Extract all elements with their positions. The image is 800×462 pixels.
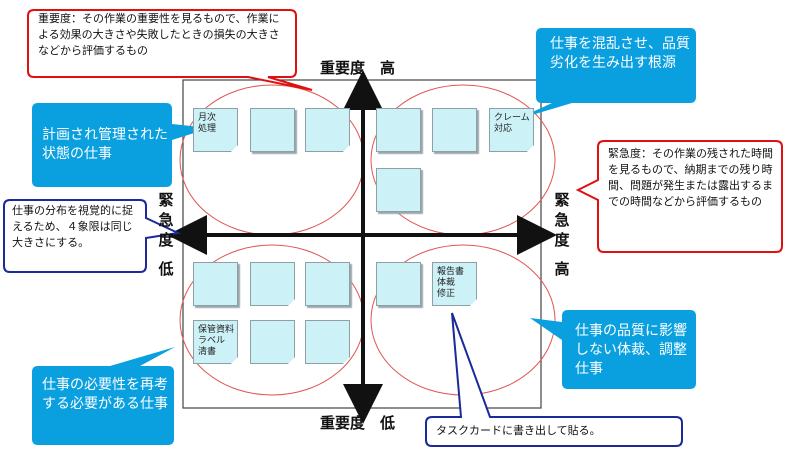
task-card[interactable]	[250, 108, 295, 152]
task-card[interactable]	[376, 168, 421, 212]
importance-low-label: 重要度 低	[320, 414, 396, 432]
task-card[interactable]	[250, 320, 295, 364]
urgency-definition: 緊急度：その作業の残された時間を見るもので、納期までの残り時間、問題が発生または…	[608, 147, 773, 208]
bottom-right-callout-shape	[530, 310, 696, 389]
task-card[interactable]	[250, 262, 295, 306]
task-card-storage[interactable]: 保管資料 ラベル 清書	[193, 320, 238, 364]
task-card[interactable]	[305, 320, 350, 364]
importance-high-label: 重要度 高	[320, 59, 396, 77]
top-right-callout-text: 仕事を混乱させ、品質劣化を生み出す根源	[550, 36, 690, 71]
top-left-callout-shape	[32, 103, 210, 187]
task-card[interactable]	[432, 108, 477, 152]
task-card-note: タスクカードに書き出して貼る。	[436, 424, 601, 437]
task-card[interactable]	[305, 262, 350, 306]
task-card-claim[interactable]: クレーム 対応	[489, 108, 534, 152]
urgency-right-label: 緊急度	[554, 191, 570, 249]
task-card[interactable]	[376, 108, 421, 152]
urgency-left-level: 低	[158, 260, 174, 278]
importance-definition: 重要度：その作業の重要性を見るもので、作業による効果の大きさや失敗したときの損失…	[38, 12, 280, 57]
top-left-callout-text: 計画され管理された状態の仕事	[42, 127, 168, 162]
importance-callout-shape	[27, 9, 313, 91]
top-right-callout-shape	[515, 28, 696, 120]
distribution-note: 仕事の分布を視覚的に捉えるため、４象限は同じ大きさにする。	[12, 204, 133, 249]
task-card-monthly[interactable]: 月次 処理	[193, 108, 238, 152]
task-card[interactable]	[376, 262, 421, 306]
task-card[interactable]	[193, 262, 238, 306]
bottom-left-callout-shape	[32, 347, 175, 445]
task-card-report[interactable]: 報告書 体裁 修正	[432, 262, 477, 306]
task-card-callout-shape	[425, 312, 683, 447]
urgency-callout-shape	[575, 140, 783, 253]
urgency-right-level: 高	[554, 260, 570, 278]
bottom-right-callout-text: 仕事の品質に影響しない体裁、調整仕事	[575, 323, 687, 377]
distribution-callout-shape	[3, 199, 182, 273]
task-card[interactable]	[305, 108, 350, 152]
bottom-left-callout-text: 仕事の必要性を再考する必要がある仕事	[42, 377, 168, 412]
urgency-left-label: 緊急度	[158, 191, 174, 249]
